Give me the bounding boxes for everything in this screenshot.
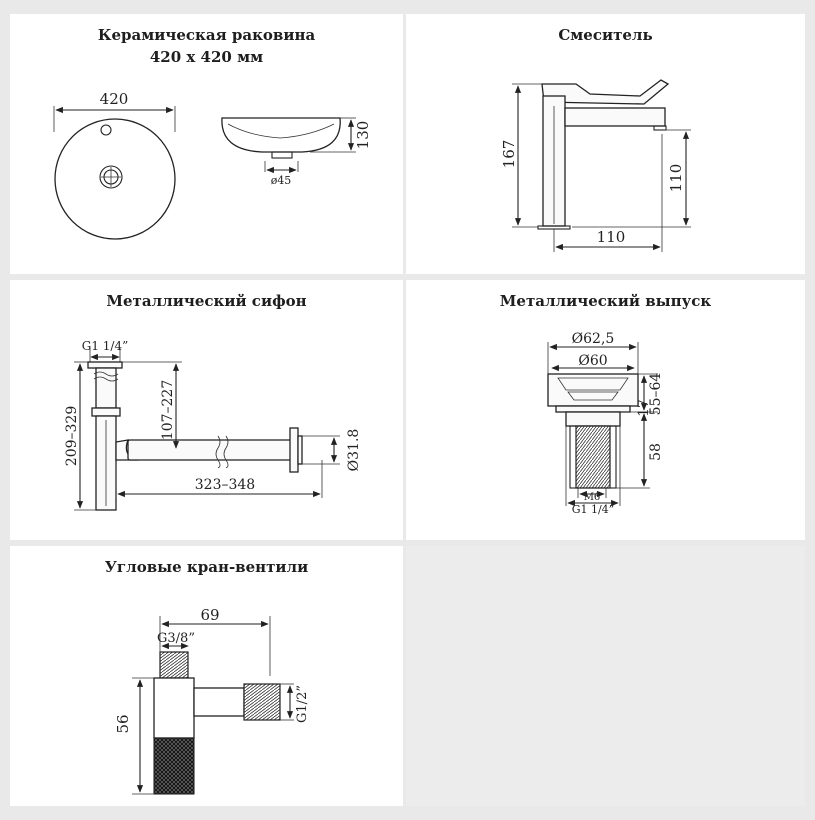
siphon-thread-label: G1 1/4” xyxy=(82,339,128,353)
sink-title: Керамическая раковина xyxy=(97,26,316,44)
drain-thread-label: G1 1/4” xyxy=(572,503,615,516)
sink-height-label: 130 xyxy=(354,121,372,150)
valve-outlet-label: G1/2” xyxy=(295,685,310,723)
tap-hole xyxy=(100,124,112,136)
drain-body xyxy=(565,411,621,427)
drain-drawing: Ø62,5 Ø60 55–64 17 58 M6 G1 1/4” xyxy=(547,331,664,516)
drain-cap-label: 17 xyxy=(636,399,652,417)
sink-drawing: 420 ø45 130 xyxy=(53,90,372,240)
sink-top-view xyxy=(54,118,176,240)
valve-title: Угловые кран-вентили xyxy=(104,558,309,576)
panel-drain: Металлический выпуск Ø62,5 Ø60 55–64 17 … xyxy=(406,280,805,540)
siphon-length-label: 323–348 xyxy=(195,477,255,493)
sink-subtitle: 420 x 420 мм xyxy=(149,48,264,66)
siphon-title: Металлический сифон xyxy=(106,292,307,310)
faucet-lever xyxy=(541,79,670,105)
sink-drain-label: ø45 xyxy=(271,174,292,187)
faucet-drawing: 167 110 110 xyxy=(500,79,691,252)
drain-inner-label: Ø60 xyxy=(578,353,607,369)
drain-outer-label: Ø62,5 xyxy=(572,331,615,347)
panel-empty xyxy=(406,546,805,806)
faucet-reach-label: 110 xyxy=(597,228,626,246)
valve-drawing: 69 G3/8” 56 G1/2” xyxy=(114,606,310,795)
valve-handle xyxy=(153,737,195,795)
faucet-height-label: 167 xyxy=(500,140,518,169)
sink-side-view xyxy=(221,117,341,153)
valve-inlet-thread xyxy=(159,651,189,679)
panel-faucet: Смеситель 167 110 110 xyxy=(406,14,805,274)
siphon-drawing: G1 1/4” 209–329 107–227 323–348 Ø31.8 xyxy=(64,339,362,511)
panel-valve: Угловые кран-вентили 69 G3/8” 56 G1/2” xyxy=(10,546,403,806)
valve-height-label: 56 xyxy=(114,714,132,733)
valve-inlet-label: G3/8” xyxy=(157,631,195,646)
drain-bolt-label: M6 xyxy=(584,492,601,503)
sink-width-label: 420 xyxy=(100,90,129,108)
valve-outlet-thread xyxy=(243,683,281,721)
drain-length-label: 58 xyxy=(648,443,664,461)
valve-length-label: 69 xyxy=(200,606,219,624)
siphon-outlet-pipe xyxy=(127,439,293,461)
valve-outlet-pipe xyxy=(193,687,245,717)
faucet-title: Смеситель xyxy=(558,26,653,44)
faucet-spout-height-label: 110 xyxy=(667,164,685,193)
siphon-pipe-label: Ø31.8 xyxy=(346,429,362,472)
faucet-spout xyxy=(564,107,666,127)
drain-threaded-body xyxy=(575,425,611,489)
siphon-height-label: 209–329 xyxy=(64,406,80,466)
valve-body xyxy=(153,677,195,739)
panel-sink: Керамическая раковина 420 x 420 мм 420 ø… xyxy=(10,14,403,274)
siphon-inlet-label: 107–227 xyxy=(160,380,176,440)
drain-range-label: 55–64 xyxy=(648,373,664,416)
panel-siphon: Металлический сифон G1 1/4” 209–329 107–… xyxy=(10,280,403,540)
drain-title: Металлический выпуск xyxy=(499,292,712,310)
